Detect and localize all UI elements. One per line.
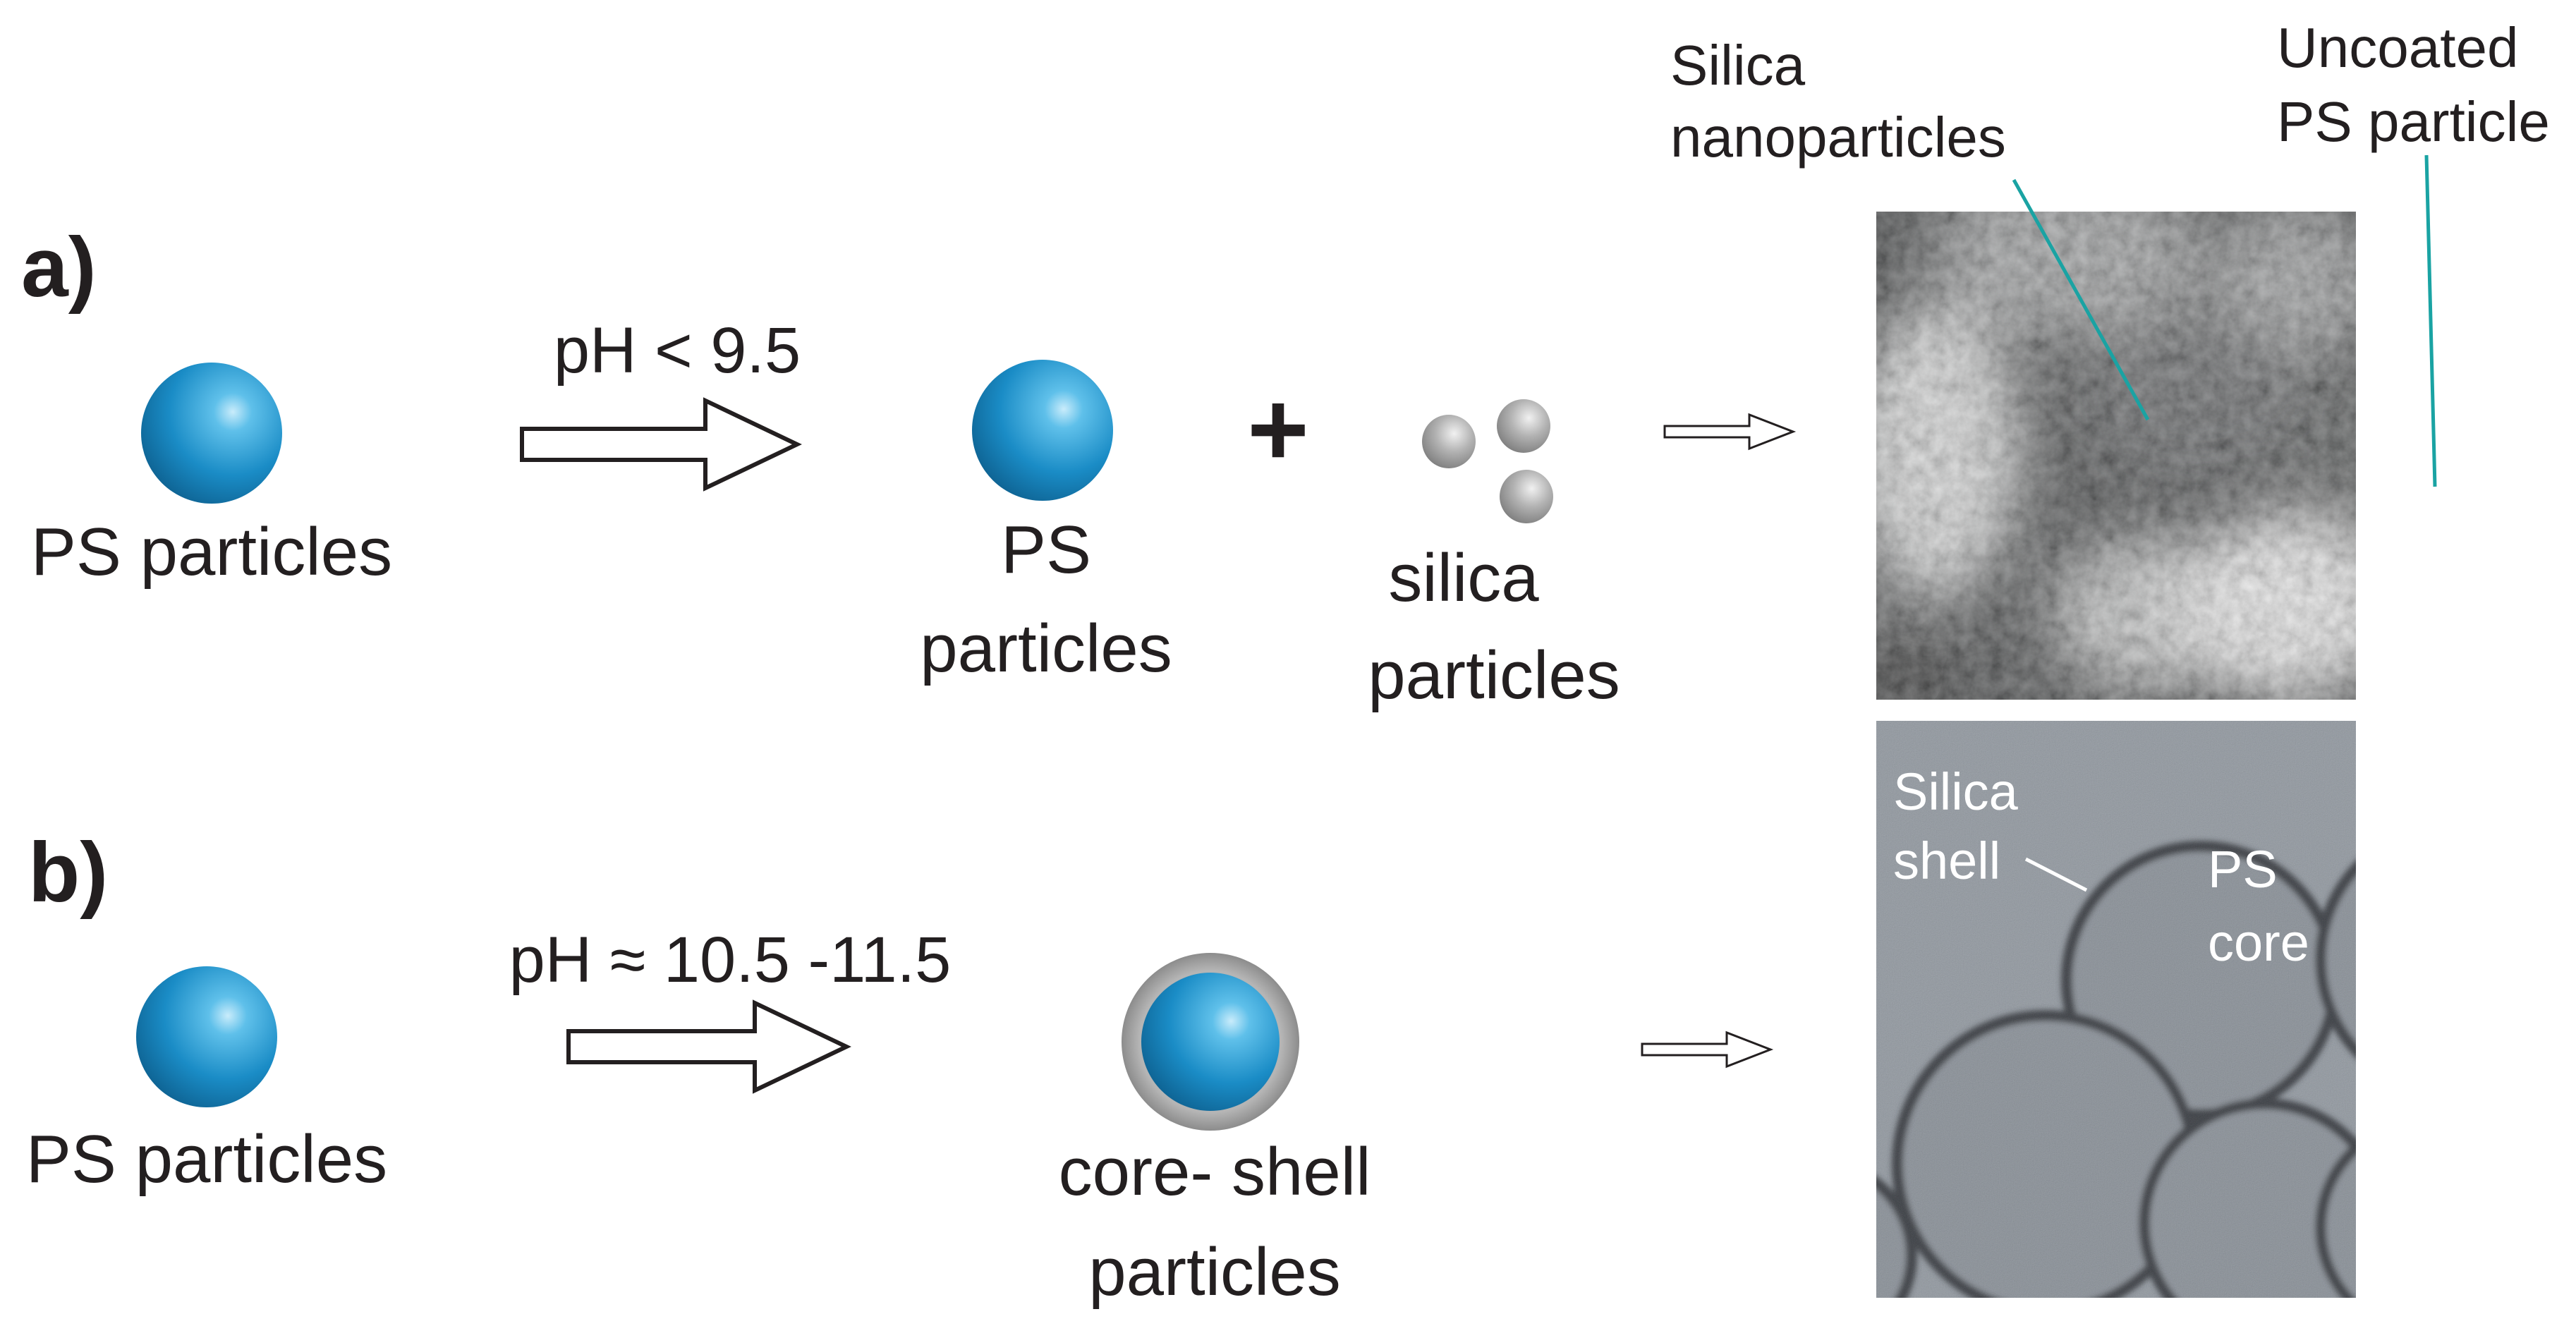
- ps-particles-label: PS particles: [31, 514, 392, 590]
- product-ps-label-line2: particles: [920, 611, 1172, 686]
- small-arrow-icon: [1641, 1030, 1774, 1069]
- ps-particles-label: PS particles: [26, 1121, 387, 1197]
- tem-micrograph: [1876, 721, 2356, 1298]
- small-arrow-icon: [1663, 413, 1797, 451]
- tem-label-core-line1: PS: [2208, 840, 2278, 899]
- product-ps-label-line1: PS: [1001, 512, 1091, 588]
- ps-particle-icon: [136, 966, 277, 1107]
- reaction-arrow-icon: [520, 397, 802, 492]
- reaction-condition: pH < 9.5: [554, 315, 801, 387]
- reaction-condition: pH ≈ 10.5 -11.5: [509, 924, 952, 996]
- silica-particle-icon: [1422, 415, 1476, 468]
- leader-line: [2024, 857, 2088, 892]
- tem-label-shell-line1: Silica: [1893, 762, 2019, 821]
- micro-label-silica-line1: Silica: [1670, 34, 1806, 97]
- ps-particle-icon: [972, 360, 1113, 501]
- silica-particle-icon: [1500, 470, 1553, 523]
- micro-label-uncoated-line1: Uncoated: [2277, 16, 2518, 79]
- panel-a: a) PS particles pH < 9.5 PS particles + …: [21, 16, 2550, 713]
- leader-line: [2012, 178, 2150, 421]
- panel-b-letter: b): [28, 825, 108, 920]
- core-shell-label-line2: particles: [1088, 1234, 1340, 1310]
- micro-label-uncoated-line2: PS particle: [2277, 90, 2550, 153]
- micro-label-silica-line2: nanoparticles: [1670, 106, 2006, 169]
- reaction-arrow-icon: [566, 999, 851, 1094]
- ps-particle-icon: [141, 363, 282, 504]
- silica-particle-icon: [1497, 399, 1550, 453]
- sem-micrograph: [1876, 212, 2356, 700]
- panel-b: b) PS particles pH ≈ 10.5 -11.5 core- sh…: [26, 721, 2356, 1310]
- plus-sign: +: [1247, 370, 1309, 488]
- tem-label-core-line2: core: [2208, 913, 2309, 972]
- silica-label-line2: particles: [1368, 638, 1620, 713]
- ps-core-icon: [1141, 973, 1280, 1111]
- panel-a-letter: a): [21, 220, 97, 315]
- tem-label-shell-line2: shell: [1893, 832, 2000, 890]
- leader-line: [2424, 154, 2437, 487]
- core-shell-label-line1: core- shell: [1059, 1134, 1371, 1210]
- silica-label-line1: silica: [1388, 540, 1539, 616]
